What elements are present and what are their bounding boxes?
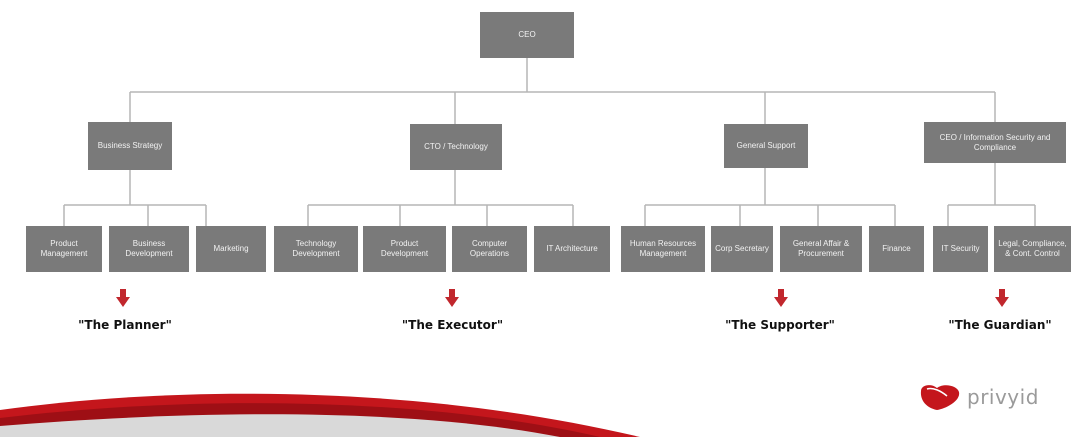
node-label: General Support <box>736 141 796 150</box>
node-label: Product Management <box>40 239 88 258</box>
role-label-planner: "The Planner" <box>78 318 172 332</box>
node-label: CEO / Information Security and Complianc… <box>939 132 1051 152</box>
decorative-swoosh <box>0 393 640 437</box>
node-general-support: General Support <box>724 124 808 168</box>
down-arrow-icon <box>995 289 1009 307</box>
node-label: Corp Secretary <box>715 244 769 253</box>
role-label-executor: "The Executor" <box>401 318 504 332</box>
node-finance: Finance <box>869 226 924 272</box>
node-it-architecture: IT Architecture <box>534 226 610 272</box>
node-label: Finance <box>882 244 911 253</box>
node-it-security: IT Security <box>933 226 988 272</box>
node-label: Legal, Compliance, & Cont. Control <box>998 239 1067 258</box>
node-business-strategy: Business Strategy <box>88 122 172 170</box>
node-cto-technology: CTO / Technology <box>410 124 502 170</box>
node-label: IT Security <box>941 244 980 253</box>
node-corp-secretary: Corp Secretary <box>711 226 773 272</box>
node-label: Business Development <box>125 239 173 258</box>
node-label: Technology Development <box>292 239 340 258</box>
node-hr-management: Human Resources Management <box>621 226 705 272</box>
role-label-guardian: "The Guardian" <box>948 318 1052 332</box>
node-label: Product Development <box>380 239 429 258</box>
node-technology-development: Technology Development <box>274 226 358 272</box>
logo-text: privyid <box>967 385 1039 409</box>
node-computer-operations: Computer Operations <box>452 226 527 272</box>
node-product-management: Product Management <box>26 226 102 272</box>
node-info-security-compliance: CEO / Information Security and Complianc… <box>924 122 1066 163</box>
role-label-supporter: "The Supporter" <box>725 318 835 332</box>
down-arrow-icon <box>445 289 459 307</box>
node-ceo: CEO <box>480 12 574 58</box>
node-label: Business Strategy <box>97 141 163 150</box>
node-label: Marketing <box>213 244 249 253</box>
down-arrow-icon <box>774 289 788 307</box>
node-label: General Affair & Procurement <box>792 239 850 258</box>
node-legal-compliance: Legal, Compliance, & Cont. Control <box>994 226 1071 272</box>
node-business-development: Business Development <box>109 226 189 272</box>
privyid-logo-icon <box>920 385 960 410</box>
node-label: IT Architecture <box>546 244 598 253</box>
node-label: CTO / Technology <box>424 142 488 151</box>
node-marketing: Marketing <box>196 226 266 272</box>
down-arrow-icon <box>116 289 130 307</box>
node-label: Computer Operations <box>469 239 510 258</box>
node-ceo-label: CEO <box>518 30 536 39</box>
node-general-affair-procurement: General Affair & Procurement <box>780 226 862 272</box>
node-label: Human Resources Management <box>629 239 697 258</box>
node-product-development: Product Development <box>363 226 446 272</box>
